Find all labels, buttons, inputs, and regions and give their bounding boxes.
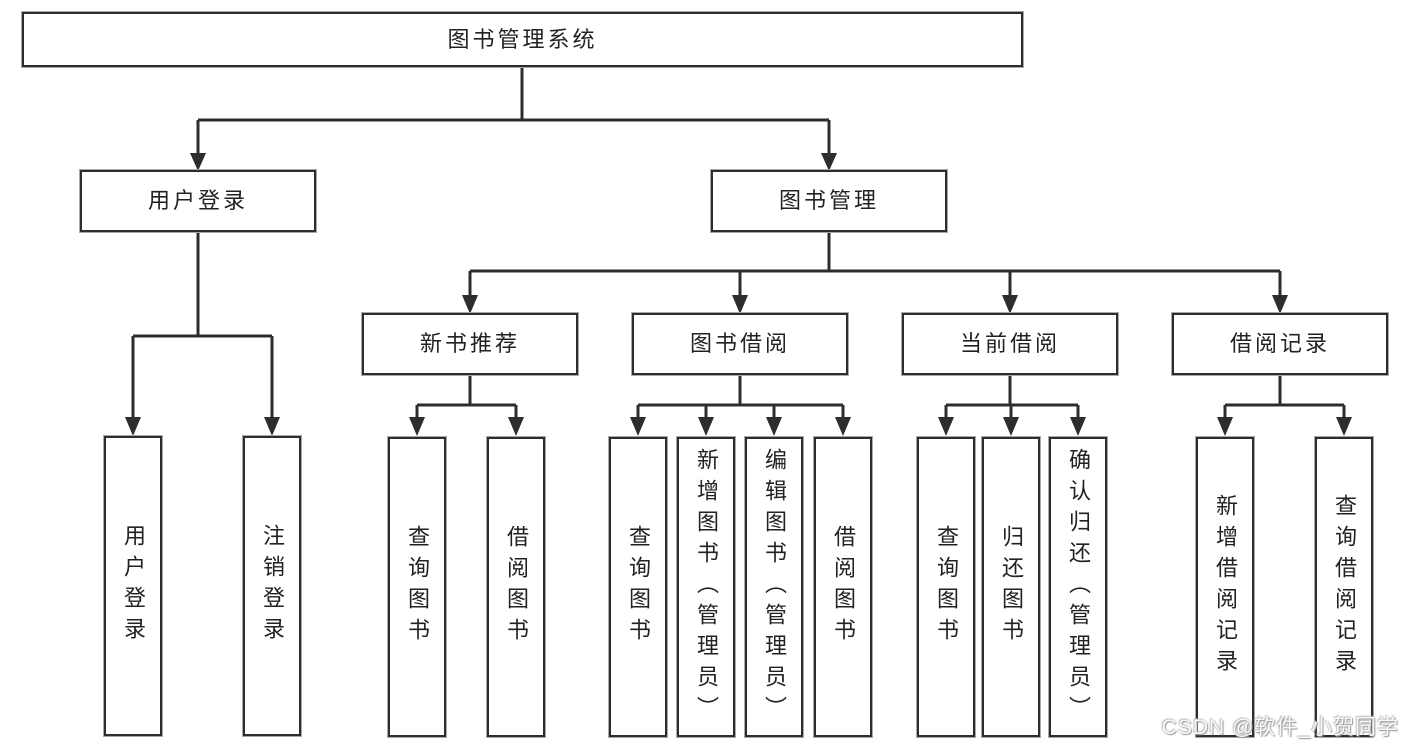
node-book-borrowing: 图书借阅 xyxy=(631,312,849,376)
leaf-query-borrow-record: 查询借阅记录 xyxy=(1314,436,1374,738)
node-user-login: 用户登录 xyxy=(79,169,317,233)
leaf-query-books-recommend: 查询图书 xyxy=(387,436,447,738)
leaf-query-books-borrowing: 查询图书 xyxy=(608,436,668,738)
connector-borrow-record xyxy=(1223,375,1346,420)
connector-book-borrow xyxy=(636,375,845,420)
leaf-add-borrow-record: 新增借阅记录 xyxy=(1195,436,1255,738)
watermark: CSDN @软件_小贺同学 xyxy=(1161,716,1399,739)
leaf-query-books-current: 查询图书 xyxy=(916,436,976,738)
leaf-confirm-return-admin: 确认归还（管理员） xyxy=(1048,436,1108,738)
connector-new-book xyxy=(415,375,518,420)
node-book-management: 图书管理 xyxy=(710,169,948,233)
leaf-logout: 注销登录 xyxy=(242,435,302,737)
leaf-return-book: 归还图书 xyxy=(981,436,1041,738)
leaf-edit-book-admin: 编辑图书（管理员） xyxy=(744,436,804,738)
node-new-book-recommendation: 新书推荐 xyxy=(361,312,579,376)
node-root: 图书管理系统 xyxy=(21,11,1024,68)
leaf-borrow-books-recommend: 借阅图书 xyxy=(486,436,546,738)
leaf-add-book-admin: 新增图书（管理员） xyxy=(676,436,736,738)
connector-current-borrow xyxy=(944,375,1080,420)
connector-root xyxy=(196,67,831,155)
leaf-borrow-books-borrowing: 借阅图书 xyxy=(813,436,873,738)
connector-user-login xyxy=(131,232,274,420)
node-borrowing-records: 借阅记录 xyxy=(1171,312,1389,376)
leaf-user-login: 用户登录 xyxy=(103,435,163,737)
node-current-borrowing: 当前借阅 xyxy=(901,312,1119,376)
connector-book-management xyxy=(468,232,1282,297)
